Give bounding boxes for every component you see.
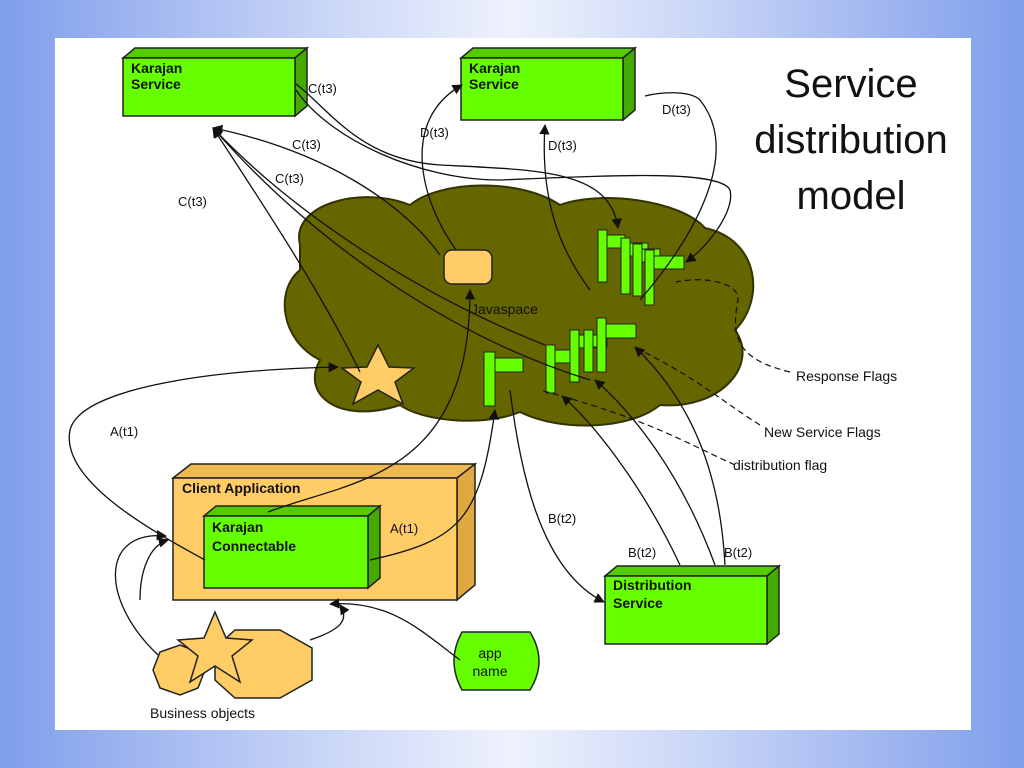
- svg-text:Karajan: Karajan: [212, 519, 263, 535]
- label-a-t1-right: A(t1): [390, 521, 418, 536]
- svg-text:name: name: [472, 663, 507, 679]
- label-a-t1-left: A(t1): [110, 424, 138, 439]
- app-name-node: app name: [453, 631, 540, 691]
- legend-response-flags: Response Flags: [796, 368, 897, 384]
- distribution-service: Distribution Service: [602, 564, 782, 646]
- label-b-t2-left: B(t2): [628, 545, 656, 560]
- title-line-3: model: [796, 174, 906, 218]
- label-d-t3-center: D(t3): [548, 138, 577, 153]
- title-line-2: distribution: [754, 118, 948, 162]
- svg-text:Karajan: Karajan: [469, 60, 520, 76]
- karajan-service-right: Karajan Service: [458, 46, 638, 122]
- diagram-edges: [68, 83, 732, 661]
- svg-text:Client Application: Client Application: [182, 480, 300, 496]
- svg-text:Service: Service: [613, 595, 663, 611]
- distribution-flag: [483, 351, 524, 407]
- label-c-t3-left: C(t3): [178, 194, 207, 209]
- label-b-t2-mid: B(t2): [548, 511, 576, 526]
- javaspace-entry: [443, 249, 493, 285]
- business-objects: Business objects: [150, 610, 313, 721]
- svg-text:Karajan: Karajan: [131, 60, 182, 76]
- slide-title: Service distribution model: [736, 56, 966, 224]
- star-object-cloud: [339, 343, 417, 406]
- karajan-connectable: Karajan Connectable: [201, 504, 383, 590]
- title-line-1: Service: [784, 62, 918, 106]
- karajan-service-left: Karajan Service: [120, 46, 310, 118]
- label-d-t3-right: D(t3): [662, 102, 691, 117]
- new-service-flags: [545, 317, 637, 394]
- label-d-t3-left: D(t3): [420, 125, 449, 140]
- label-c-t3-top: C(t3): [308, 81, 337, 96]
- svg-text:Service: Service: [131, 76, 181, 92]
- javaspace-label: Javaspace: [471, 301, 538, 317]
- svg-text:app: app: [478, 645, 502, 661]
- svg-text:Business objects: Business objects: [150, 705, 255, 721]
- label-c-t3-mid: C(t3): [292, 137, 321, 152]
- label-b-t2-right: B(t2): [724, 545, 752, 560]
- svg-text:Service: Service: [469, 76, 519, 92]
- legend-new-service-flags: New Service Flags: [764, 424, 881, 440]
- legend-distribution-flag: distribution flag: [733, 457, 827, 473]
- response-flags: [597, 229, 685, 306]
- svg-text:Distribution: Distribution: [613, 577, 692, 593]
- label-c-t3-inner: C(t3): [275, 171, 304, 186]
- svg-text:Connectable: Connectable: [212, 538, 296, 554]
- legend-leaders: [539, 279, 791, 466]
